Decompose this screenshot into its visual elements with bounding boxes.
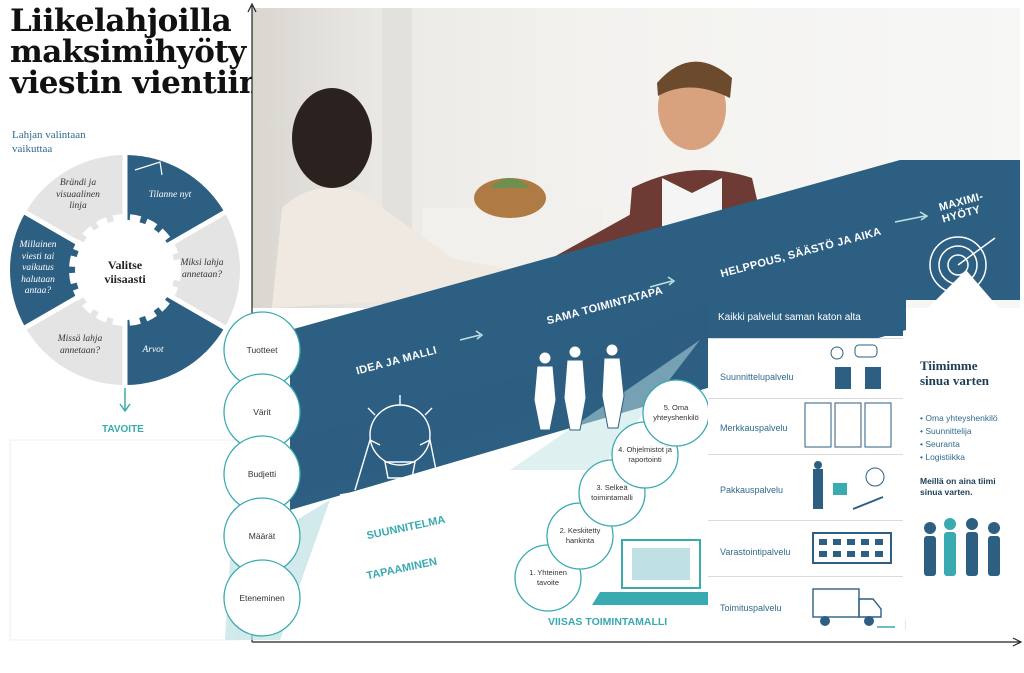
wheel-text: annetaan?: [181, 269, 223, 280]
team-people-icon: [924, 518, 1000, 576]
wheel-text: Tilanne nyt: [148, 190, 192, 200]
wheel-text: vaikutus: [22, 263, 54, 273]
label-smart-model: VIISAS TOIMINTAMALLI: [548, 616, 668, 628]
service-label: Pakkauspalvelu: [720, 485, 784, 495]
wheel-segment-brand: Brändi ja visuaalinen linja: [48, 178, 108, 213]
step-text: raportointi: [628, 455, 662, 464]
team-panel: Tiimimme sinua varten • Oma yhteyshenkil…: [906, 300, 1018, 630]
wheel-segment-situation: Tilanne nyt: [140, 190, 200, 202]
goal-label: TAVOITE: [102, 424, 144, 435]
step-text: 2. Keskitetty: [559, 526, 601, 535]
step-text: toimintamalli: [591, 493, 633, 502]
bubble-quantities: Määrät: [248, 531, 276, 541]
goal-panel: [9, 439, 239, 641]
step-text: tavoite: [536, 578, 560, 587]
wheel-segment-values: Arvot: [128, 345, 178, 357]
wheel-text: Miksi lahja: [180, 258, 224, 268]
wheel-text: Missä lahja: [57, 334, 103, 344]
bubble-progress: Eteneminen: [239, 593, 285, 603]
wheel-segment-where: Missä lahja annetaan?: [50, 334, 110, 357]
wheel-text: Arvot: [142, 345, 164, 355]
team-item: • Seuranta: [920, 439, 960, 449]
services-header: Kaikki palvelut saman katon alta: [708, 298, 903, 336]
team-title-line: Tiimimme: [920, 358, 978, 373]
step-bubbles: [514, 379, 710, 612]
team-title: Tiimimme sinua varten: [920, 358, 989, 388]
team-item: • Logistiikka: [920, 452, 966, 462]
storage-icon: [812, 532, 892, 564]
wheel-center-line-2: viisaasti: [104, 272, 146, 286]
service-row-storage: Varastointipalvelu: [708, 520, 903, 576]
design-icon: [830, 344, 881, 389]
planning-bubbles: [223, 311, 301, 637]
team-list: • Oma yhteyshenkilö • Suunnittelija • Se…: [920, 412, 998, 464]
services-panel: Kaikki palvelut saman katon alta Suunnit…: [708, 298, 903, 634]
handshake-photo: [252, 8, 1020, 308]
wheel-center-line-1: Valitse: [107, 258, 143, 272]
step-text: yhteyshenkilö: [653, 413, 699, 422]
team-item: • Suunnittelija: [920, 426, 972, 436]
packing-icon: [813, 461, 885, 510]
service-row-delivery: Toimituspalvelu: [708, 576, 903, 634]
wheel-text: linja: [69, 201, 87, 211]
service-label: Merkkauspalvelu: [720, 423, 788, 433]
progress-band: [290, 160, 1020, 510]
service-label: Toimituspalvelu: [720, 603, 782, 613]
step-text: 1. Yhteinen: [529, 568, 567, 577]
wheel-text: visuaalinen: [56, 189, 100, 200]
team-note: Meillä on aina tiimi sinua varten.: [920, 476, 996, 497]
wheel-text: annetaan?: [59, 345, 101, 356]
truck-icon: [812, 588, 895, 628]
step-text: 3. Selkeä: [596, 483, 628, 492]
wheel-center: Valitse viisaasti: [95, 258, 155, 286]
service-row-packing: Pakkauspalvelu: [708, 454, 903, 520]
bubble-colors: Värit: [253, 407, 271, 417]
subtitle: Lahjan valintaan vaikuttaa: [12, 129, 86, 155]
step-text: 5. Oma: [663, 403, 689, 412]
marking-icon: [804, 402, 892, 448]
lightbulb-icon: [339, 395, 481, 496]
title-line-2: maksimihyöty: [10, 34, 246, 70]
wheel-text: Millainen: [19, 240, 57, 250]
service-row-design: Suunnittelupalvelu: [708, 338, 903, 398]
service-label: Varastointipalvelu: [720, 547, 791, 557]
service-row-marking: Merkkauspalvelu: [708, 398, 903, 454]
team-figures-icon: [533, 343, 625, 431]
title-line-1: Liikelahjoilla: [10, 3, 232, 39]
title-line-3: viestin vientiin: [10, 65, 261, 101]
bubble-products: Tuotteet: [246, 345, 278, 355]
step-text: hankinta: [565, 536, 595, 545]
wheel-text: Brändi ja: [59, 178, 97, 188]
service-label: Suunnittelupalvelu: [720, 372, 794, 382]
wheel-segment-message: Millainen viesti tai vaikutus halutaan a…: [14, 240, 62, 298]
wheel-text: halutaan: [21, 274, 55, 285]
team-title-line: sinua varten: [920, 373, 989, 388]
choice-wheel: [9, 150, 241, 413]
wheel-text: viesti tai: [21, 251, 55, 262]
main-title: Liikelahjoilla maksimihyöty viestin vien…: [10, 6, 261, 99]
bubble-budget: Budjetti: [247, 469, 277, 479]
team-item: • Oma yhteyshenkilö: [920, 413, 998, 423]
wheel-segment-why: Miksi lahja annetaan?: [172, 258, 232, 281]
wheel-text: antaa?: [24, 286, 52, 296]
target-icon: [929, 236, 996, 294]
laptop-icon: [592, 539, 722, 605]
step-text: 4. Ohjelmistot ja: [618, 445, 672, 454]
